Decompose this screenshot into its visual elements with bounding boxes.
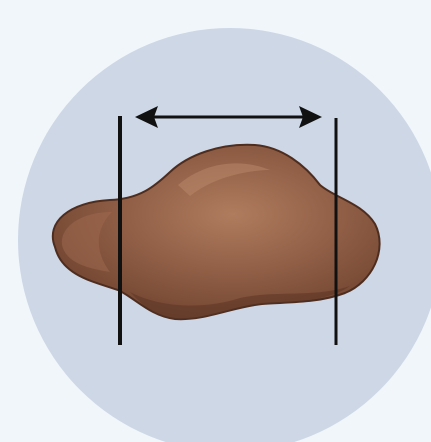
double-headed-arrow-icon — [135, 106, 322, 128]
lump — [53, 145, 380, 319]
